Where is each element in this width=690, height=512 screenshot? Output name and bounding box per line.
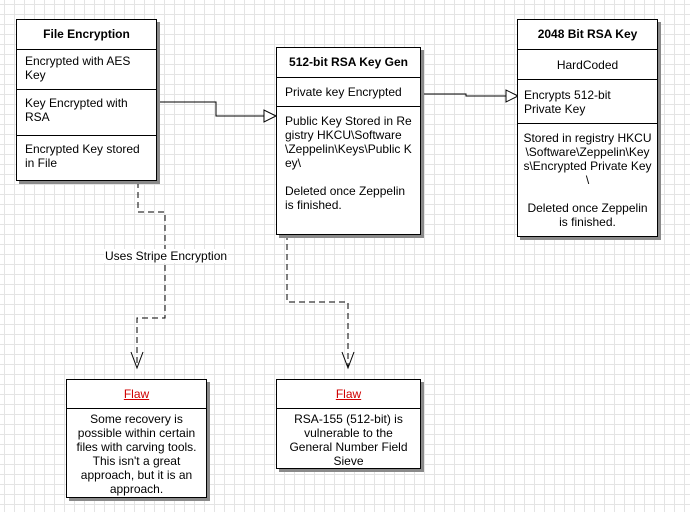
connector-512-to-flaw-right	[286, 234, 349, 366]
arrowhead-512-to-flaw-right	[341, 351, 355, 370]
file-encryption-row-stored: Encrypted Key stored in File	[25, 142, 140, 170]
arrowhead-file-to-512	[263, 109, 278, 123]
rsa-2048-row-encrypts: Encrypts 512-bit Private Key	[518, 80, 657, 124]
file-encryption-row-rsa: Key Encrypted with RSA	[17, 90, 156, 136]
file-encryption-row-aes: Encrypted with AES Key	[17, 50, 156, 90]
rsa-512-keygen-box: 512-bit RSA Key Gen Private key Encrypte…	[276, 47, 421, 235]
flaw-right-text: RSA-155 (512-bit) is vulnerable to the G…	[289, 412, 408, 468]
edge-label-stripe-encryption: Uses Stripe Encryption	[104, 249, 229, 263]
flaw-left-box: Flaw Some recovery is possible within ce…	[66, 379, 207, 498]
rsa-512-row-public-key: Public Key Stored in Registry HKCU\Softw…	[277, 107, 420, 216]
rsa-512-row-private-key: Private key Encrypted	[277, 78, 420, 107]
rsa-2048-key-box: 2048 Bit RSA Key HardCoded Encrypts 512-…	[517, 19, 658, 237]
rsa-512-title: 512-bit RSA Key Gen	[277, 48, 420, 78]
arrowhead-512-to-2048	[505, 89, 520, 103]
rsa-2048-deleted-text: Deleted once Zeppelin is finished.	[527, 201, 648, 229]
rsa-512-public-key-text: Public Key Stored in Registry HKCU\Softw…	[285, 114, 412, 170]
flaw-right-box: Flaw RSA-155 (512-bit) is vulnerable to …	[276, 379, 421, 469]
rsa-2048-row-registry: Stored in registry HKCU\Software\Zeppeli…	[518, 124, 657, 233]
rsa-2048-title: 2048 Bit RSA Key	[518, 20, 657, 50]
rsa-2048-registry-text: Stored in registry HKCU\Software\Zeppeli…	[523, 131, 652, 187]
flaw-left-text: Some recovery is possible within certain…	[76, 412, 197, 496]
rsa-2048-row-hardcoded: HardCoded	[518, 50, 657, 80]
connector-file-to-512	[156, 101, 268, 117]
file-encryption-box: File Encryption Encrypted with AES Key K…	[16, 19, 157, 181]
connector-file-to-flaw-left	[136, 182, 166, 366]
connector-512-to-2048	[421, 93, 510, 97]
flaw-left-title: Flaw	[67, 380, 206, 409]
flaw-right-title: Flaw	[277, 380, 420, 409]
file-encryption-title: File Encryption	[17, 20, 156, 50]
rsa-512-deleted-text: Deleted once Zeppelin is finished.	[285, 184, 406, 212]
arrowhead-file-to-flaw-left	[130, 351, 144, 370]
